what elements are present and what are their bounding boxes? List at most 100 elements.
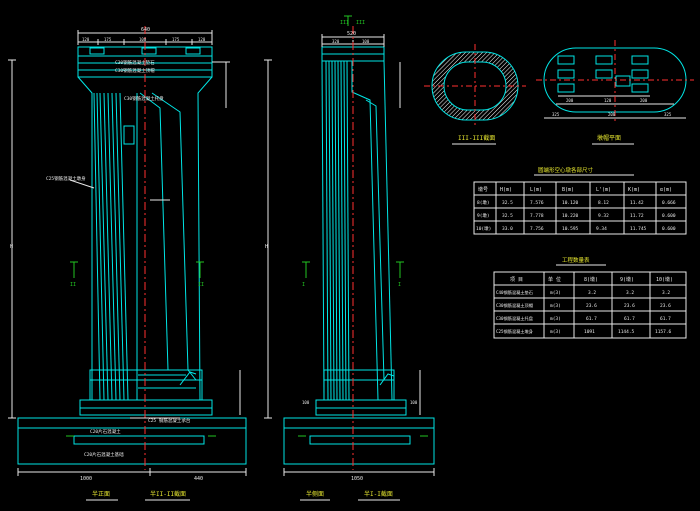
t1-h1: H(m) — [500, 187, 512, 193]
t1-r1c5: 11.72 — [630, 213, 644, 219]
t1-r1c0: 9(墩) — [477, 212, 490, 219]
t1-h5: K(m) — [628, 187, 640, 193]
t1-r0c0: 8(墩) — [477, 199, 490, 206]
cap-plan-dim-top-3: 200 — [640, 98, 648, 103]
t1-h6: α(m) — [660, 187, 672, 193]
side-top-dim-2: 100 — [362, 39, 370, 44]
cap-plan-dim-top-1: 200 — [566, 98, 574, 103]
side-caption-1: 半侧面 — [306, 490, 324, 498]
side-caption-2: 半I-I截面 — [364, 490, 393, 498]
front-lower-dim-2: 440 — [194, 476, 203, 482]
t1-r0c2: 7.576 — [530, 200, 544, 206]
t1-r0c5: 11.42 — [630, 200, 644, 206]
marker-front-left: II — [70, 282, 76, 288]
t1-r2c4: 9.34 — [596, 226, 607, 232]
side-footing — [283, 417, 435, 465]
t2-r3c0: C25钢筋混凝土墩身 — [496, 328, 533, 335]
t2-r2c0: C30钢筋混凝土托盘 — [496, 315, 533, 322]
t2-r2c4: 61.7 — [660, 316, 671, 322]
t2-r0c2: 3.2 — [588, 290, 596, 296]
t2-r2c3: 61.7 — [624, 316, 635, 322]
front-base-label: C25 钢筋混凝土承台 — [148, 417, 191, 424]
side-base-dim-1: 100 — [302, 400, 310, 405]
t2-r1c3: 23.6 — [624, 303, 635, 309]
t2-r0c0: C40钢筋混凝土垫石 — [496, 289, 533, 296]
t2-r1c1: m(3) — [550, 303, 561, 309]
side-left-height: H — [265, 244, 268, 250]
front-top-dim-2: 175 — [104, 37, 112, 42]
side-view-text: 520 320 100 H 1050 100 100 半侧面 半I-I截面 — [265, 31, 418, 498]
t2-r3c2: 1091 — [584, 329, 595, 335]
cap-plan-dim-top-2: 120 — [604, 98, 612, 103]
t2-r1c4: 23.6 — [660, 303, 671, 309]
front-top-width: 640 — [141, 27, 150, 33]
cap-plan-dim-bottom-1: 325 — [552, 112, 560, 117]
marker-front-right: II — [198, 282, 204, 288]
section-iii-caption: III-III截面 — [458, 134, 495, 142]
t1-r1c3: 10.220 — [562, 213, 579, 219]
t1-r2c6: 0.600 — [662, 226, 676, 232]
t1-r1c1: 32.5 — [502, 213, 513, 219]
side-base-width: 1050 — [351, 476, 363, 482]
table-1-title: 圆端形空心墩各部尺寸 — [538, 166, 594, 174]
front-lower-dim-1: 1000 — [80, 476, 92, 482]
cap-plan-dim-bottom-3: 325 — [664, 112, 672, 117]
marker-side-left: I — [302, 282, 305, 288]
cap-plan-caption: 墩帽平面 — [597, 134, 621, 142]
t2-r0c3: 3.2 — [626, 290, 634, 296]
t2-r3c3: 1144.5 — [618, 329, 635, 335]
side-base-dim-2: 100 — [410, 400, 418, 405]
t1-r2c5: 11.745 — [630, 226, 647, 232]
dimension-table: 圆端形空心墩各部尺寸 墩号 H(m) L(m) B(m) L'(m) K(m) … — [473, 166, 687, 235]
cap-plan-dim-bottom-2: 200 — [608, 112, 616, 117]
quantity-table: 工程数量表 项 目 单 位 8(墩) 9(墩) 10(墩) C40钢筋混凝土垫石… — [493, 256, 687, 339]
t1-r2c0: 10(墩) — [476, 225, 491, 232]
side-top-dim-1: 320 — [332, 39, 340, 44]
t2-h4: 10(墩) — [656, 276, 673, 283]
t1-r2c2: 7.756 — [530, 226, 544, 232]
front-label-body: C25钢筋混凝土墩身 — [46, 175, 86, 182]
t1-h0: 墩号 — [478, 186, 488, 193]
front-top-dim-4: 175 — [172, 37, 180, 42]
t2-h0: 项 目 — [510, 277, 523, 283]
side-view — [264, 15, 435, 476]
front-caption-1: 半正面 — [92, 490, 110, 498]
front-view — [8, 26, 247, 476]
front-label-cap: C30钢筋混凝土顶帽 — [115, 67, 155, 74]
marker-side-right: I — [398, 282, 401, 288]
front-top-dim-1: 120 — [82, 37, 90, 42]
t2-r0c4: 3.2 — [662, 290, 670, 296]
t1-h2: L(m) — [530, 187, 542, 193]
front-top-dim-3: 100 — [139, 37, 147, 42]
t1-r2c3: 10.595 — [562, 226, 579, 232]
t2-r2c2: 61.7 — [586, 316, 597, 322]
t1-r2c1: 33.0 — [502, 226, 513, 232]
t2-r0c1: m(3) — [550, 290, 561, 296]
t1-r0c3: 10.120 — [562, 200, 579, 206]
marker-top-1: III — [340, 20, 349, 26]
t2-h3: 9(墩) — [620, 276, 634, 283]
section-iii: III-III截面 — [424, 44, 526, 145]
t1-r0c4: 8.12 — [598, 200, 609, 206]
t1-r1c4: 9.32 — [598, 213, 609, 219]
t2-r1c0: C30钢筋混凝土顶帽 — [496, 302, 533, 309]
t1-r1c6: 0.600 — [662, 213, 676, 219]
front-left-height: H — [10, 244, 13, 250]
t2-r3c1: m(3) — [550, 329, 561, 335]
t1-r1c2: 7.778 — [530, 213, 544, 219]
front-caption-2: 半II-II截面 — [150, 490, 186, 498]
front-footing — [17, 417, 247, 465]
cap-plan: 200 120 200 325 200 325 墩帽平面 — [536, 40, 694, 145]
t2-h1: 单 位 — [548, 276, 561, 283]
front-view-text: 640 120 175 100 175 120 C30钢筋混凝土垫石 C30钢筋… — [10, 27, 206, 498]
front-footing-label-1: C20片石混凝土 — [90, 428, 121, 435]
t1-h3: B(m) — [562, 187, 574, 193]
front-label-pad: C30钢筋混凝土垫石 — [115, 59, 155, 66]
t2-h2: 8(墩) — [584, 276, 598, 283]
front-footing-label-2: C20片石混凝土基础 — [84, 451, 124, 458]
side-top-width: 520 — [347, 31, 356, 37]
t2-r2c1: m(3) — [550, 316, 561, 322]
t1-h4: L'(m) — [596, 187, 611, 193]
marker-top-2: III — [356, 20, 365, 26]
